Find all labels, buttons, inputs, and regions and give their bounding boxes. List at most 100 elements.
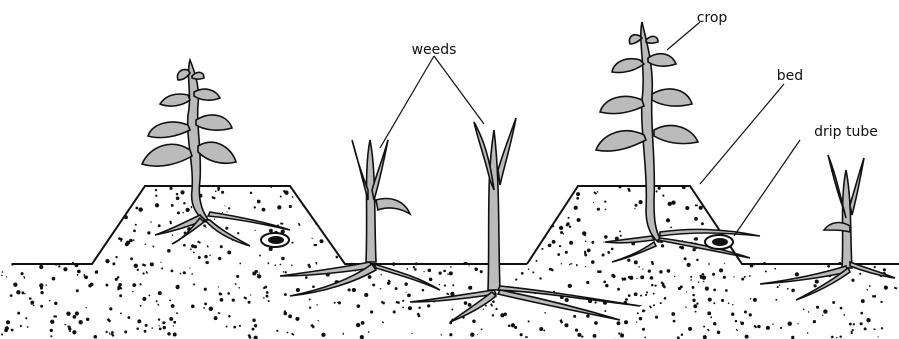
soil-speck bbox=[95, 270, 98, 273]
soil-speck bbox=[617, 321, 621, 325]
soil-speck bbox=[93, 335, 97, 339]
soil-speck bbox=[352, 288, 356, 292]
soil-speck bbox=[66, 311, 70, 315]
soil-speck bbox=[874, 266, 876, 268]
soil-speck bbox=[40, 305, 43, 308]
soil-speck bbox=[357, 304, 361, 308]
soil-speck bbox=[133, 229, 136, 232]
soil-speck bbox=[587, 249, 591, 253]
soil-speck bbox=[564, 323, 568, 327]
soil-speck bbox=[427, 304, 430, 307]
soil-speck bbox=[827, 265, 830, 268]
soil-speck bbox=[4, 329, 8, 333]
soil-speck bbox=[393, 310, 396, 313]
soil-speck bbox=[532, 271, 534, 273]
soil-speck bbox=[686, 291, 687, 292]
soil-speck bbox=[566, 222, 570, 226]
soil-speck bbox=[118, 196, 119, 197]
soil-speck bbox=[774, 268, 776, 270]
soil-speck bbox=[295, 317, 299, 321]
soil-speck bbox=[158, 325, 159, 326]
soil-speck bbox=[749, 275, 751, 277]
soil-speck bbox=[603, 242, 604, 243]
soil-speck bbox=[627, 259, 630, 262]
soil-speck bbox=[209, 307, 213, 311]
soil-speck bbox=[692, 299, 695, 302]
soil-speck bbox=[664, 297, 667, 300]
soil-speck bbox=[775, 299, 777, 301]
soil-speck bbox=[147, 231, 150, 234]
soil-speck bbox=[407, 293, 411, 297]
soil-speck bbox=[35, 263, 36, 264]
soil-speck bbox=[808, 311, 809, 312]
soil-speck bbox=[604, 201, 606, 203]
soil-speck bbox=[382, 321, 385, 323]
soil-speck bbox=[620, 333, 624, 337]
soil-speck bbox=[681, 334, 683, 336]
soil-speck bbox=[656, 190, 658, 192]
soil-speck bbox=[853, 323, 855, 325]
soil-speck bbox=[699, 206, 703, 210]
soil-speck bbox=[815, 280, 819, 284]
soil-speck bbox=[528, 268, 529, 269]
soil-speck bbox=[708, 298, 712, 302]
soil-speck bbox=[180, 190, 184, 194]
soil-speck bbox=[634, 208, 635, 209]
soil-speck bbox=[692, 294, 695, 297]
soil-speck bbox=[232, 299, 235, 302]
soil-speck bbox=[211, 196, 215, 200]
soil-speck bbox=[439, 272, 442, 275]
soil-speck bbox=[468, 286, 472, 290]
soil-speck bbox=[11, 263, 14, 266]
label-bed: bed bbox=[777, 68, 803, 84]
soil-speck bbox=[132, 291, 133, 292]
soil-speck bbox=[607, 251, 610, 254]
soil-speck bbox=[115, 256, 117, 258]
soil-speck bbox=[259, 272, 260, 273]
soil-speck bbox=[158, 291, 162, 295]
soil-speck bbox=[619, 230, 621, 232]
soil-speck bbox=[315, 192, 316, 193]
soil-speck bbox=[134, 264, 138, 268]
soil-speck bbox=[694, 238, 697, 241]
soil-speck bbox=[137, 319, 141, 323]
soil-speck bbox=[180, 273, 182, 275]
soil-speck bbox=[176, 312, 178, 314]
soil-speck bbox=[29, 297, 32, 300]
soil-speck bbox=[55, 264, 57, 265]
soil-speck bbox=[16, 290, 20, 294]
soil-speck bbox=[723, 276, 726, 279]
soil-speck bbox=[565, 251, 568, 254]
soil-speck bbox=[381, 274, 382, 275]
soil-speck bbox=[288, 314, 292, 318]
soil-speck bbox=[280, 196, 282, 198]
soil-speck bbox=[49, 300, 51, 302]
soil-speck bbox=[525, 336, 528, 338]
soil-speck bbox=[86, 318, 89, 321]
soil-speck bbox=[176, 193, 179, 196]
soil-speck bbox=[753, 263, 755, 265]
soil-speck bbox=[586, 281, 589, 284]
soil-speck bbox=[591, 260, 595, 264]
soil-speck bbox=[248, 301, 251, 304]
soil-speck bbox=[127, 316, 130, 319]
soil-speck bbox=[109, 332, 111, 334]
soil-speck bbox=[536, 260, 538, 262]
soil-speck bbox=[312, 285, 315, 288]
soil-speck bbox=[117, 185, 120, 188]
soil-speck bbox=[628, 294, 631, 297]
soil-speck bbox=[21, 291, 24, 294]
soil-speck bbox=[544, 312, 546, 314]
soil-speck bbox=[292, 196, 294, 198]
soil-speck bbox=[636, 322, 637, 323]
soil-speck bbox=[780, 327, 782, 329]
soil-speck bbox=[637, 312, 639, 314]
soil-speck bbox=[157, 205, 159, 207]
soil-speck bbox=[214, 316, 218, 320]
soil-speck bbox=[515, 279, 517, 281]
soil-speck bbox=[881, 327, 883, 329]
soil-speck bbox=[733, 276, 734, 277]
soil-speck bbox=[653, 293, 655, 295]
soil-speck bbox=[894, 287, 898, 290]
soil-speck bbox=[54, 302, 57, 305]
